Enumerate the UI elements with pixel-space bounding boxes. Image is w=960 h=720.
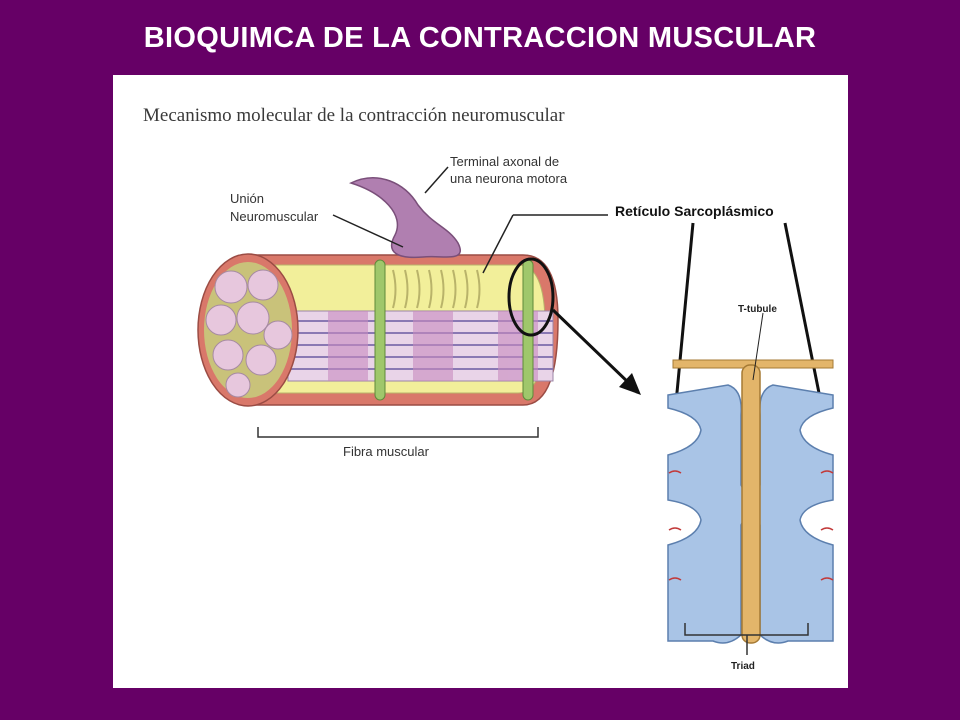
slide-title: BIOQUIMCA DE LA CONTRACCION MUSCULAR xyxy=(143,22,817,54)
junction-label-2: Neuromuscular xyxy=(230,209,319,224)
junction-label-1: Unión xyxy=(230,191,264,206)
sarcoplasmic-reticulum-label: Retículo Sarcoplásmico xyxy=(615,203,774,219)
muscle-fiber-label: Fibra muscular xyxy=(343,444,429,459)
t-tubule-label: T-tubule xyxy=(738,304,777,315)
triad-label: Triad xyxy=(731,661,755,672)
axon-terminal xyxy=(348,177,461,259)
muscle-diagram xyxy=(197,166,834,655)
muscle-fiber xyxy=(197,253,559,407)
zoom-arrow xyxy=(551,308,641,395)
fiber-bracket xyxy=(257,427,539,438)
zoom-lines xyxy=(674,222,823,404)
diagram-panel: Mecanismo molecular de la contracción ne… xyxy=(113,75,848,688)
axon-terminal-label-2: una neurona motora xyxy=(450,171,568,186)
triad-detail xyxy=(667,312,834,655)
diagram-heading: Mecanismo molecular de la contracción ne… xyxy=(143,105,565,126)
axon-terminal-label-1: Terminal axonal de xyxy=(450,154,560,169)
leader-lines xyxy=(332,166,608,274)
